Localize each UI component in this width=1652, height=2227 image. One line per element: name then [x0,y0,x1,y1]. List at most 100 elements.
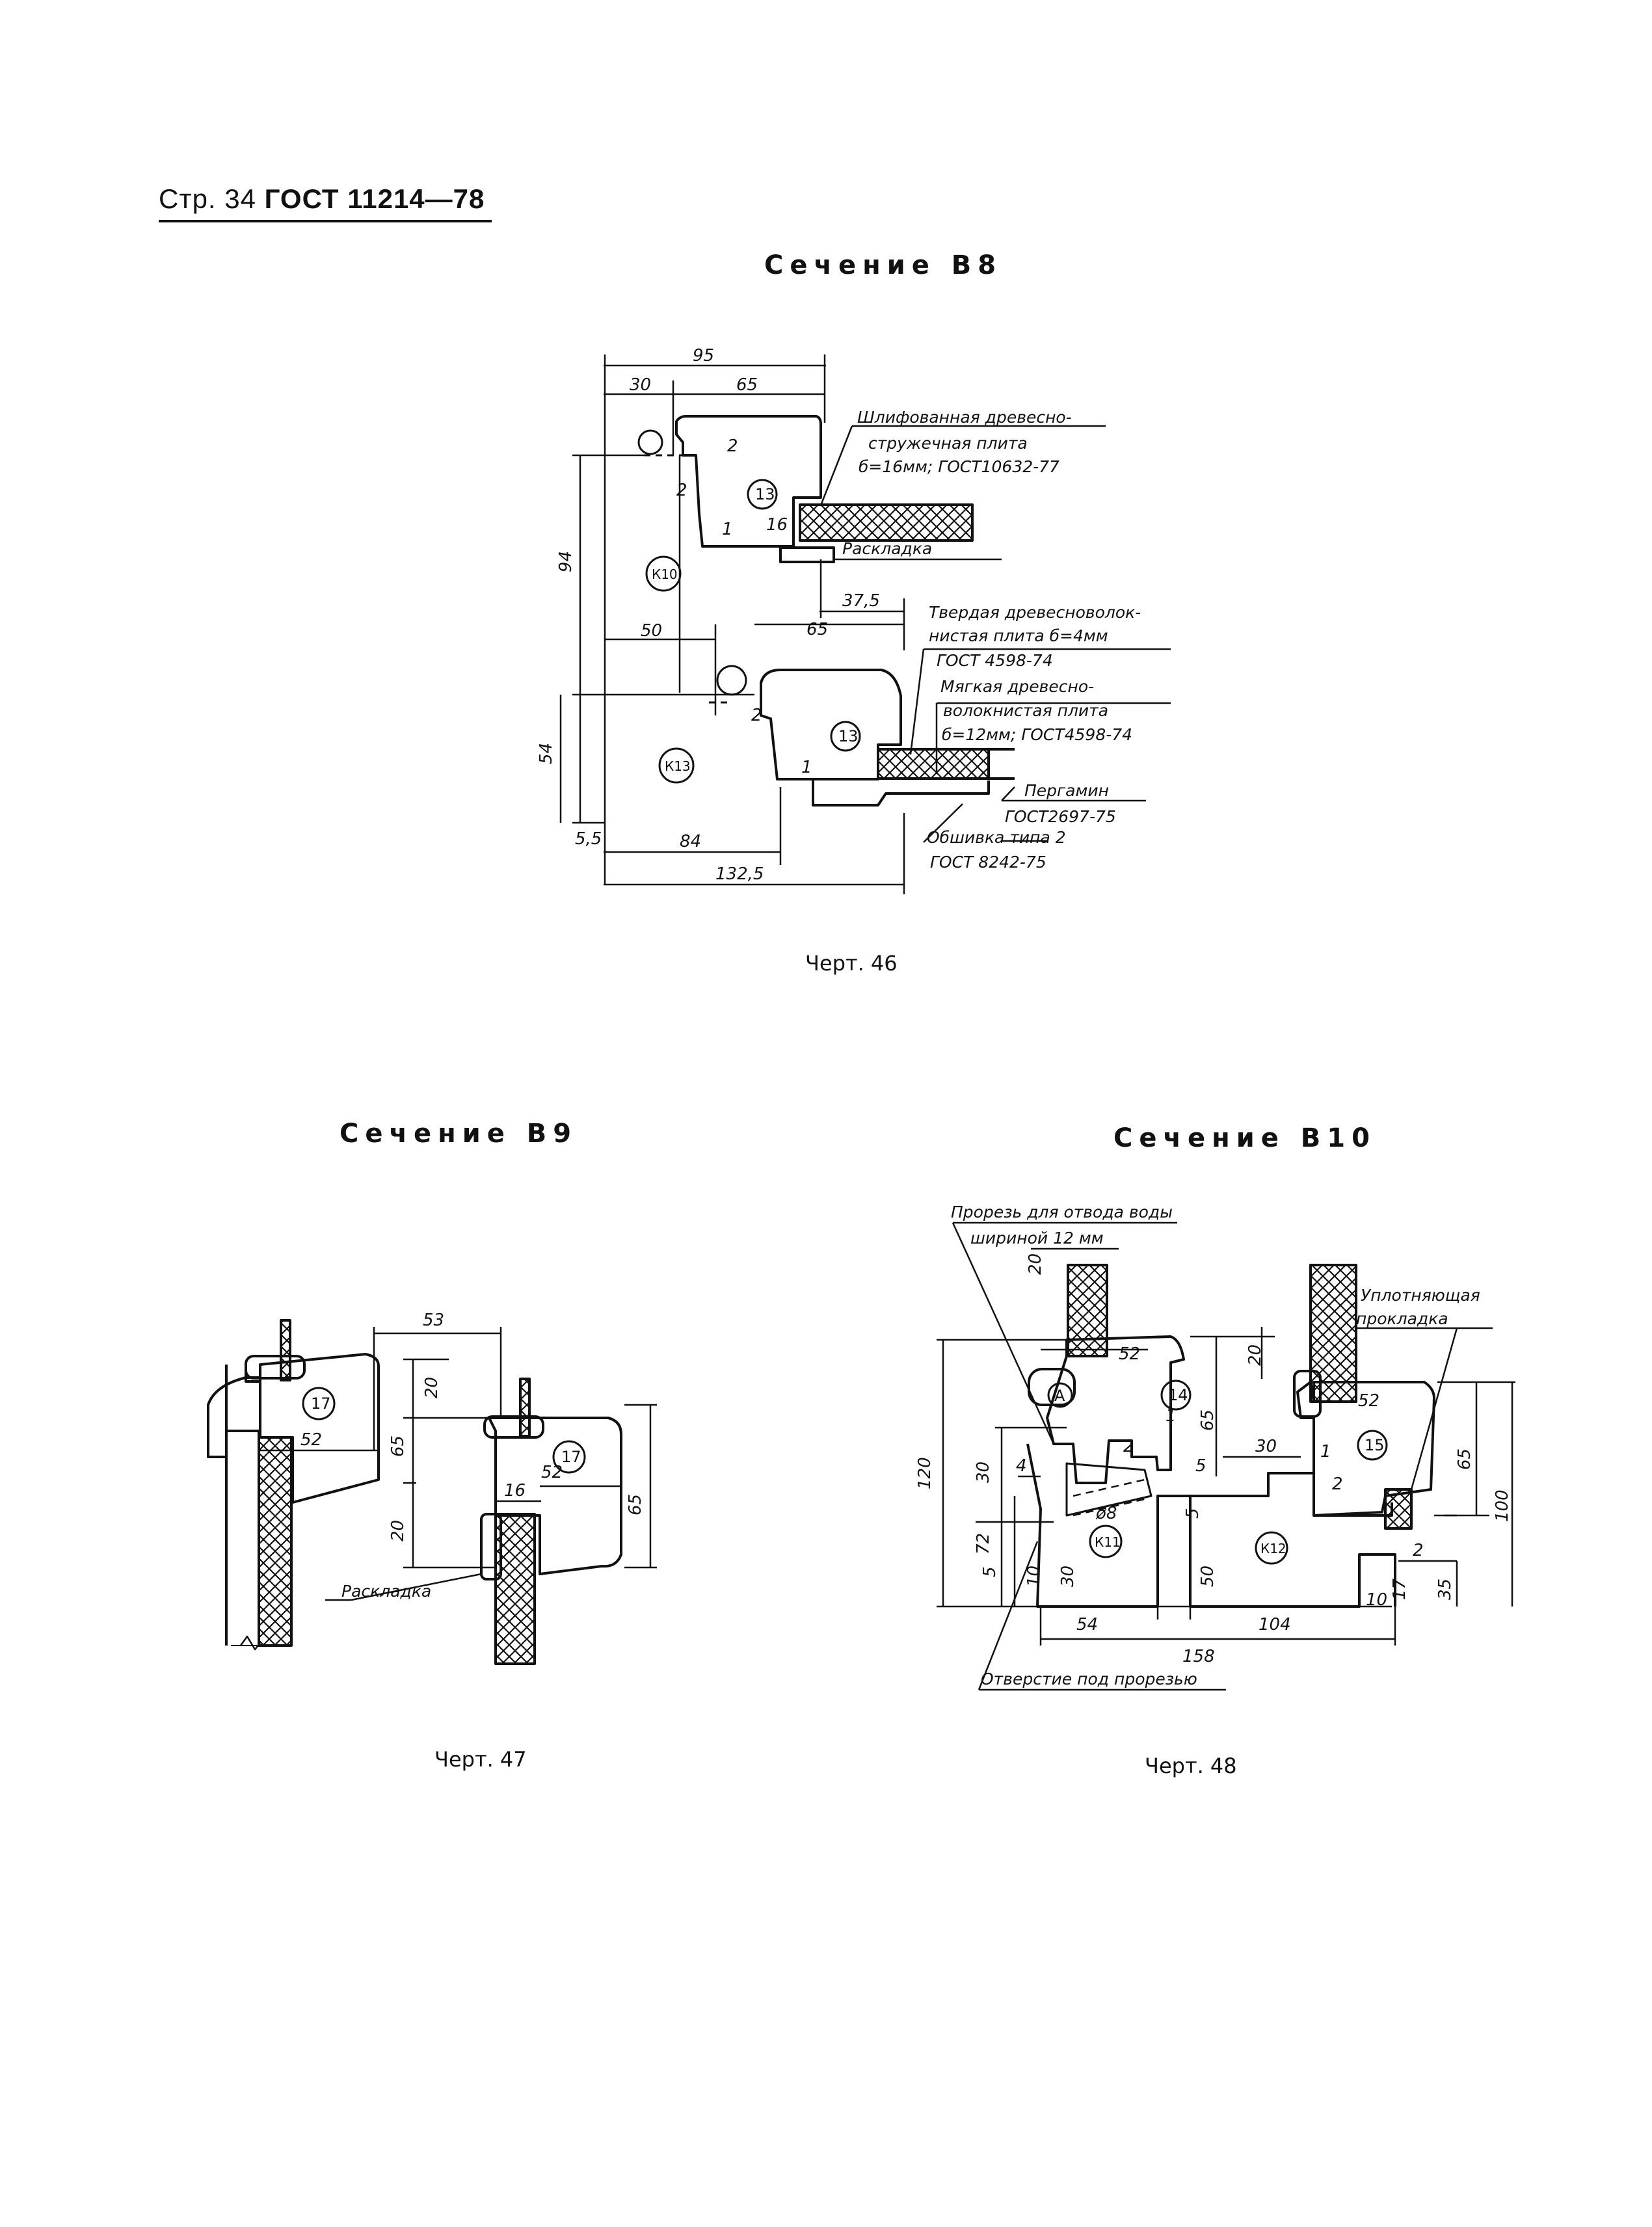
dim-52a: 52 [1119,1344,1140,1364]
dim-35: 35 [1435,1579,1455,1600]
dim-2b: 2 [676,481,687,500]
figure-caption-48: Черт. 48 [1145,1754,1237,1778]
dim-104: 104 [1259,1615,1291,1634]
section-b8-labels: 95 30 65 2 2 1 16 94 37,5 50 65 2 1 54 5… [537,346,1141,884]
dim-1b: 1 [801,758,812,777]
note-cladding-2: ГОСТ 8242-75 [930,853,1046,872]
dim-95: 95 [693,346,714,366]
dim-2c: 2 [1413,1541,1424,1560]
dim-65b: 65 [1455,1448,1474,1470]
dim-1a: 1 [722,520,733,539]
dim-1a: 1 [1166,1406,1177,1426]
dim-50: 50 [641,621,662,641]
dim-37-5: 37,5 [842,591,880,611]
section-title-b9: Сечение В9 [340,1119,578,1149]
part-15: 15 [1365,1436,1385,1454]
note-softboard-1: Мягкая древесно- [940,677,1094,696]
dim-52a: 52 [300,1430,322,1450]
note-softboard-3: б=12мм; ГОСТ4598-74 [942,725,1132,744]
note-drain-slot-2: шириной 12 мм [970,1229,1104,1247]
part-a: А [1054,1387,1065,1405]
dim-50: 50 [1198,1566,1218,1587]
section-b10-labels: 120 30 72 4 5 10 30 52 65 1 2 5 5 50 30 … [915,1203,1512,1688]
dim-5c: 5 [1183,1508,1203,1519]
note-raskladka: Раскладка [341,1582,431,1601]
note-raskladka: Раскладка [842,539,932,558]
note-drain-slot-1: Прорезь для отвода воды [951,1203,1173,1221]
dim-72: 72 [974,1533,993,1554]
dim-30b: 30 [1058,1566,1078,1587]
dim-2c: 2 [751,706,762,725]
dim-1b: 1 [1320,1442,1331,1461]
note-cladding-1: Обшивка типа 2 [927,828,1066,847]
part-k10: К10 [652,567,678,582]
part-13-lower: 13 [838,727,859,745]
dim-20b: 20 [388,1520,408,1541]
dim-30: 30 [630,375,651,395]
section-b8-drawing [559,354,1171,894]
section-b9-labels: 53 20 65 52 20 52 65 16 17 17 Раскладка [300,1311,645,1601]
dim-132-5: 132,5 [715,864,764,884]
dim-52b: 52 [541,1463,563,1482]
note-hardboard-3: ГОСТ 4598-74 [937,651,1053,670]
dim-120: 120 [915,1457,935,1489]
note-seal-2: прокладка [1356,1309,1448,1328]
page-header: Стр. 34 ГОСТ 11214—78 [159,183,485,215]
dim-16: 16 [504,1481,526,1500]
dim-30a: 30 [974,1461,993,1483]
dim-84: 84 [680,832,701,851]
note-chipboard-3: б=16мм; ГОСТ10632-77 [859,457,1059,476]
section-b10-drawing [937,1221,1515,1691]
dim-16: 16 [766,515,788,535]
note-pergamin: Пергамин [1024,781,1109,800]
note-softboard-2: волокнистая плита [943,701,1108,720]
dim-10a: 10 [1024,1566,1044,1587]
dim-52b: 52 [1358,1391,1379,1411]
dim-5a: 5 [980,1566,1000,1577]
note-hardboard-2: нистая плита б=4мм [929,626,1108,645]
dim-158: 158 [1182,1647,1215,1666]
part-k12: К12 [1260,1541,1286,1556]
page-number: Стр. 34 [159,183,256,214]
dim-2a: 2 [1123,1437,1134,1456]
part-k13: К13 [665,758,691,774]
dim-65a: 65 [1198,1409,1218,1431]
dim-54: 54 [537,743,556,764]
note-hole: Отверстие под прорезью [981,1670,1197,1688]
section-b9-drawing [207,1319,657,1665]
dim-94: 94 [556,551,576,572]
note-seal-1: Уплотняющая [1361,1286,1480,1305]
dim-d8: ø8 [1095,1504,1117,1523]
note-hardboard-1: Твердая древесноволок- [929,603,1141,622]
section-title-b10: Сечение В10 [1113,1123,1376,1153]
section-title-b8: Сечение В8 [764,250,1003,280]
header-underline [159,220,492,222]
dim-100: 100 [1493,1489,1512,1522]
dim-20a: 20 [422,1377,442,1398]
dim-5b: 5 [1195,1456,1206,1476]
standard-id: ГОСТ 11214—78 [264,183,485,214]
dim-5-5: 5,5 [575,829,602,849]
dim-4: 4 [1016,1456,1027,1476]
dim-65a: 65 [388,1435,408,1457]
dim-2b: 2 [1332,1474,1343,1494]
dim-54: 54 [1076,1615,1098,1634]
dim-65b: 65 [626,1494,645,1515]
dim-10b: 10 [1366,1590,1387,1610]
part-17-left: 17 [311,1394,331,1413]
part-13-upper: 13 [755,485,775,503]
dim-2a: 2 [727,436,738,456]
note-pergamin-gost: ГОСТ2697-75 [1005,807,1116,826]
part-14: 14 [1168,1386,1188,1404]
dim-30c: 30 [1255,1437,1277,1456]
dim-20a: 20 [1246,1344,1265,1366]
dim-20b: 20 [1026,1253,1045,1275]
dim-17: 17 [1390,1578,1409,1600]
dim-53: 53 [423,1311,444,1330]
part-17-right: 17 [561,1448,581,1466]
note-chipboard-1: Шлифованная древесно- [857,408,1072,427]
part-k11: К11 [1095,1534,1121,1550]
figure-caption-47: Черт. 47 [434,1747,527,1772]
dim-65b: 65 [806,620,828,639]
